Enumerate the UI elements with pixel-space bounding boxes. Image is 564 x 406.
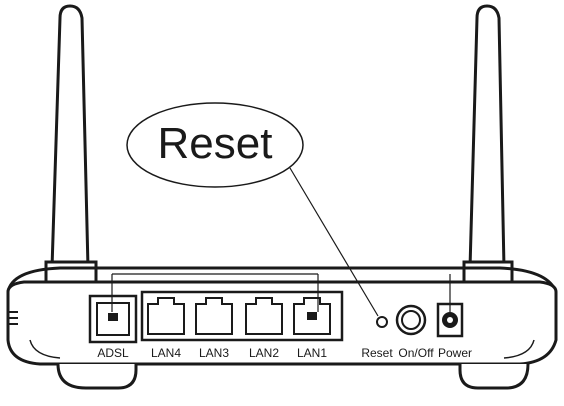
label-adsl: ADSL (97, 346, 129, 360)
callout-text: Reset (158, 119, 273, 168)
port-labels: ADSL LAN4 LAN3 LAN2 LAN1 Reset On/Off Po… (97, 346, 472, 360)
label-onoff: On/Off (398, 346, 434, 360)
lan-port-group (140, 290, 344, 342)
reset-callout: Reset (126, 102, 304, 188)
lan2-port (245, 297, 283, 335)
adsl-port (88, 294, 138, 344)
lan4-port (147, 297, 185, 335)
onoff-button (395, 304, 427, 336)
label-lan2: LAN2 (249, 346, 279, 360)
reset-pinhole (376, 316, 388, 328)
callout-leader-lines (111, 167, 451, 317)
router-feet (56, 363, 530, 390)
label-power: Power (438, 346, 472, 360)
lan3-port (195, 297, 233, 335)
lan1-port (293, 297, 331, 335)
label-reset: Reset (361, 346, 393, 360)
label-lan1: LAN1 (297, 346, 327, 360)
callout-ellipse (126, 102, 304, 188)
label-lan3: LAN3 (199, 346, 229, 360)
label-lan4: LAN4 (151, 346, 181, 360)
